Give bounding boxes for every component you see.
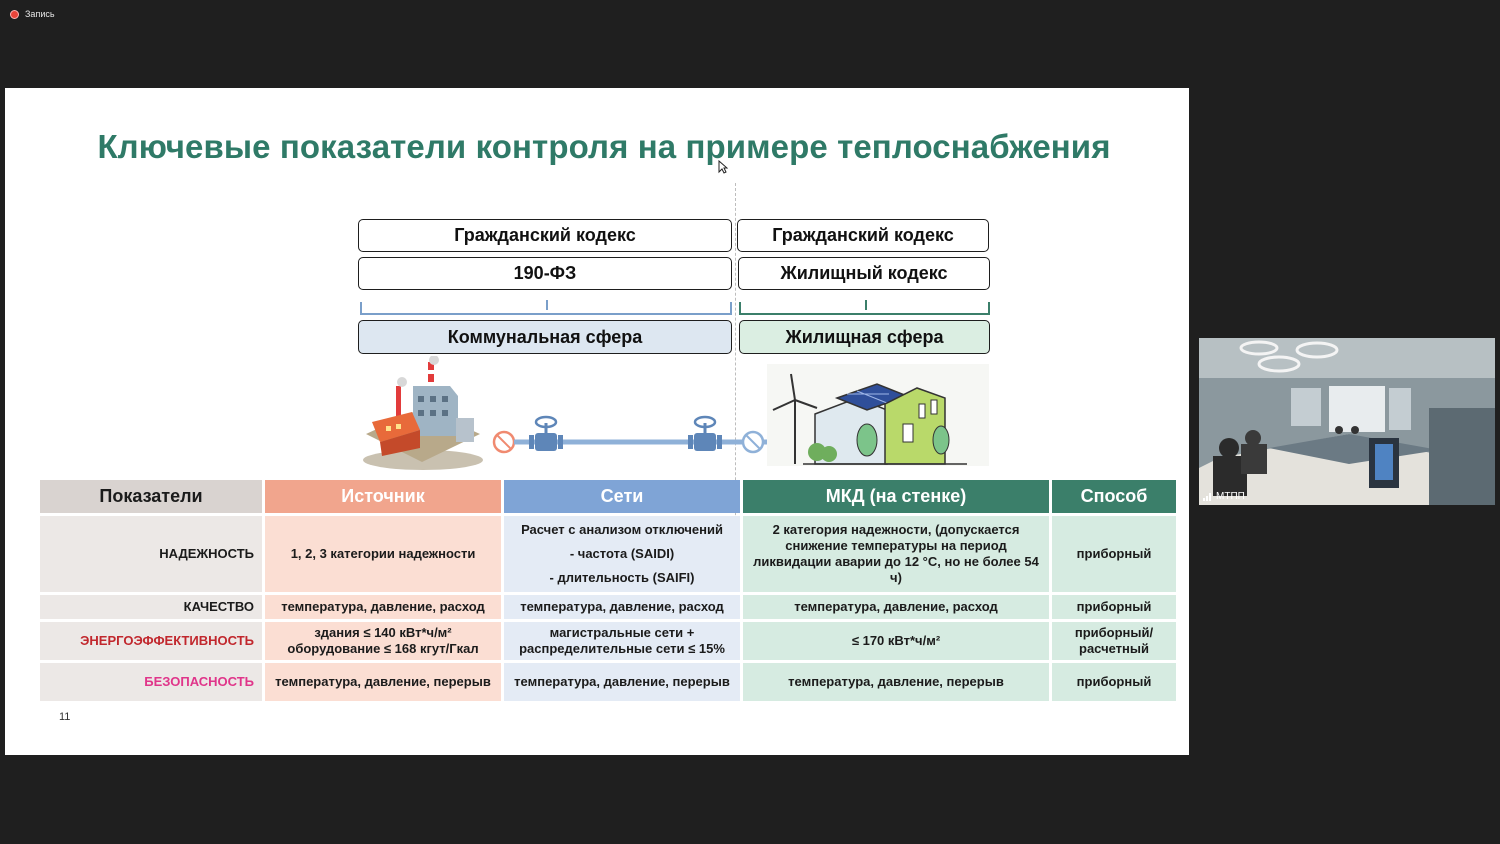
housing-code-box: Жилищный кодекс <box>738 257 990 290</box>
cell-source: температура, давление, перерыв <box>265 663 501 701</box>
wind-turbine-icon <box>772 373 818 464</box>
right-civil-code-box: Гражданский кодекс <box>737 219 989 252</box>
video-tile-label: МТПП <box>1203 491 1245 502</box>
signal-icon <box>1203 493 1211 501</box>
communal-sphere-box: Коммунальная сфера <box>358 320 732 354</box>
table-row: НАДЕЖНОСТЬ 1, 2, 3 категории надежности … <box>40 516 1176 592</box>
cell-mkd: температура, давление, расход <box>743 595 1049 619</box>
slide-title: Ключевые показатели контроля на примере … <box>97 128 1111 165</box>
kpi-table: Показатели Источник Сети МКД (на стенке)… <box>37 477 1179 704</box>
participant-video-tile[interactable]: МТПП <box>1199 338 1495 505</box>
table-row: КАЧЕСТВО температура, давление, расход т… <box>40 595 1176 619</box>
housing-sphere-box: Жилищная сфера <box>739 320 990 354</box>
factory-icon <box>363 356 483 470</box>
header-mkd: МКД (на стенке) <box>743 480 1049 513</box>
cell-mkd: ≤ 170 кВт*ч/м² <box>743 622 1049 660</box>
header-method: Способ <box>1052 480 1176 513</box>
right-brace <box>739 300 990 315</box>
valve-icon <box>529 415 563 451</box>
cell-method: приборный <box>1052 516 1176 592</box>
header-source: Источник <box>265 480 501 513</box>
cell-method: приборный/ расчетный <box>1052 622 1176 660</box>
left-brace <box>360 300 732 315</box>
cell-networks-line: - частота (SAIDI) <box>569 546 675 561</box>
cell-mkd: температура, давление, перерыв <box>743 663 1049 701</box>
cell-networks: температура, давление, расход <box>504 595 740 619</box>
valve-icon <box>688 415 722 451</box>
cell-source: здания ≤ 140 кВт*ч/м² оборудование ≤ 168… <box>265 622 501 660</box>
participant-name: МТПП <box>1216 491 1245 502</box>
row-label: НАДЕЖНОСТЬ <box>40 516 262 592</box>
cell-method: приборный <box>1052 595 1176 619</box>
cell-source: 1, 2, 3 категории надежности <box>265 516 501 592</box>
pipe-arrow-icon <box>492 415 788 454</box>
table-header-row: Показатели Источник Сети МКД (на стенке)… <box>40 480 1176 513</box>
row-label: КАЧЕСТВО <box>40 595 262 619</box>
green-building-icon <box>767 364 989 466</box>
cell-source: температура, давление, расход <box>265 595 501 619</box>
left-law-box: 190-ФЗ <box>358 257 732 290</box>
shared-slide: Ключевые показатели контроля на примере … <box>5 88 1189 755</box>
table-row: БЕЗОПАСНОСТЬ температура, давление, пере… <box>40 663 1176 701</box>
cell-networks: магистральные сети + распределительные с… <box>504 622 740 660</box>
cell-networks: Расчет с анализом отключений - частота (… <box>504 516 740 592</box>
left-civil-code-box: Гражданский кодекс <box>358 219 732 252</box>
recording-indicator[interactable]: Запись <box>10 9 55 19</box>
cell-networks: температура, давление, перерыв <box>504 663 740 701</box>
column-divider <box>735 183 736 565</box>
page-number: 11 <box>59 711 71 723</box>
record-icon <box>10 9 19 19</box>
cell-method: приборный <box>1052 663 1176 701</box>
cell-networks-line: Расчет с анализом отключений <box>521 522 723 537</box>
conference-room-video <box>1199 338 1495 505</box>
mouse-cursor-icon <box>718 160 728 174</box>
row-label: ЭНЕРГОЭФФЕКТИВНОСТЬ <box>40 622 262 660</box>
cell-networks-line: - длительность (SAIFI) <box>549 570 695 585</box>
header-indicators: Показатели <box>40 480 262 513</box>
recording-label: Запись <box>25 9 55 19</box>
header-networks: Сети <box>504 480 740 513</box>
table-row: ЭНЕРГОЭФФЕКТИВНОСТЬ здания ≤ 140 кВт*ч/м… <box>40 622 1176 660</box>
cell-mkd: 2 категория надежности, (допускается сни… <box>743 516 1049 592</box>
row-label: БЕЗОПАСНОСТЬ <box>40 663 262 701</box>
